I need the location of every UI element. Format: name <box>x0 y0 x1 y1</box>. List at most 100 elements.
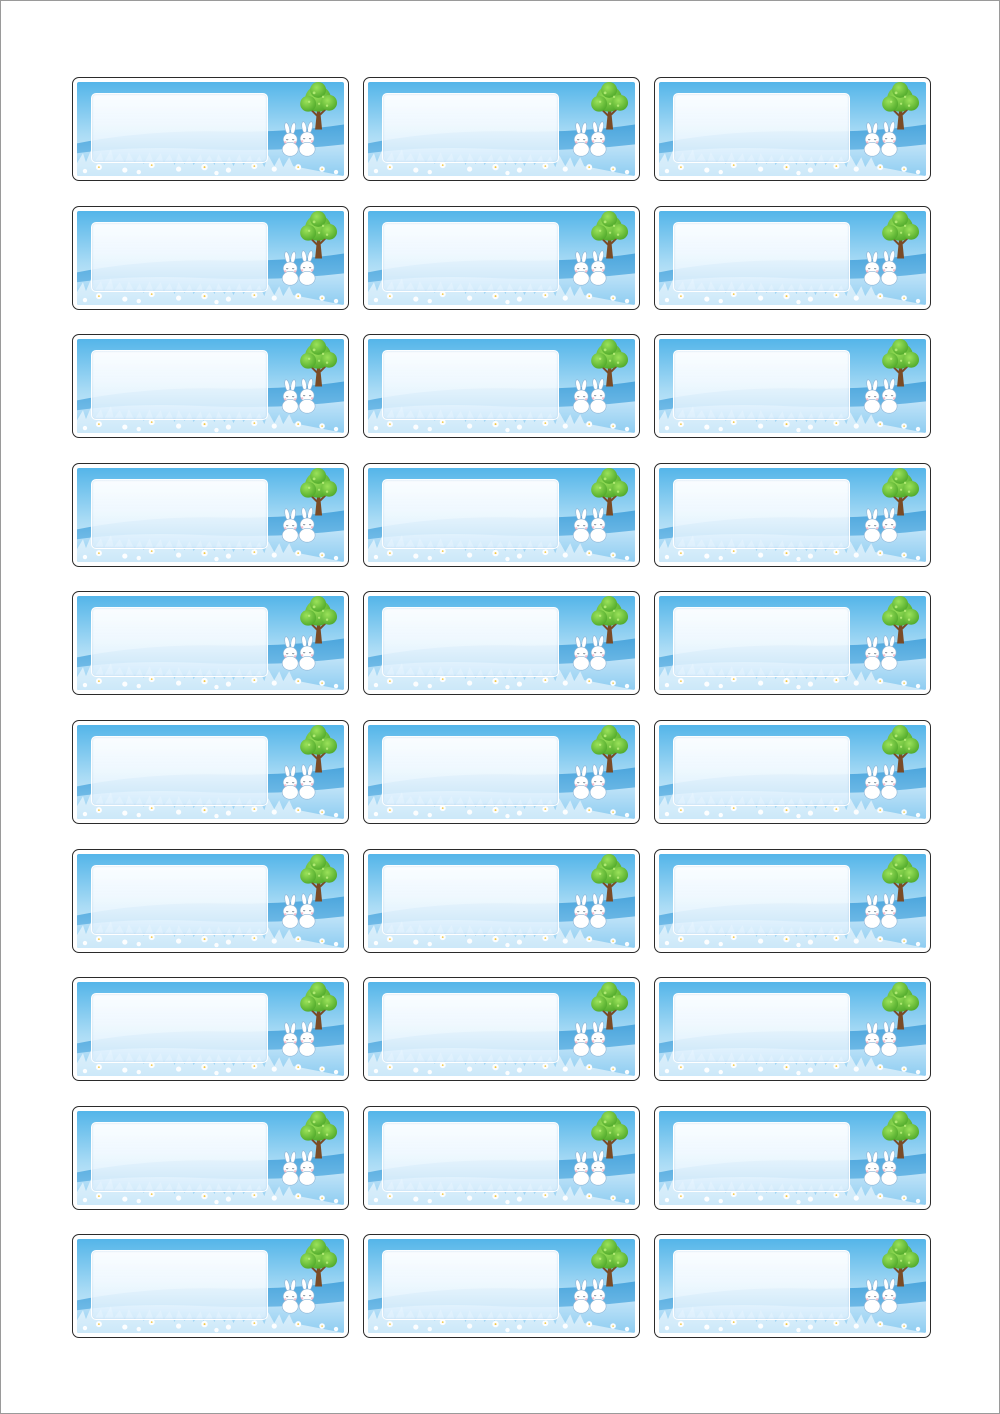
label-artwork <box>368 724 635 819</box>
label-artwork <box>77 1110 344 1205</box>
flower-icon <box>373 1062 630 1076</box>
name-field[interactable] <box>91 350 268 421</box>
name-field[interactable] <box>382 735 559 806</box>
name-field[interactable] <box>673 1250 850 1321</box>
tree-icon <box>300 210 338 259</box>
bunny-pair-icon <box>572 378 607 414</box>
name-field[interactable] <box>673 93 850 163</box>
bunny-pair-icon <box>863 121 898 157</box>
name-field[interactable] <box>673 221 850 292</box>
label-sticker <box>654 591 931 696</box>
label-artwork <box>368 982 635 1077</box>
label-sticker <box>654 205 931 310</box>
tree-icon <box>591 596 629 644</box>
name-field[interactable] <box>382 478 559 549</box>
label-sticker <box>363 334 640 439</box>
name-field[interactable] <box>382 993 559 1064</box>
label-artwork <box>77 724 344 819</box>
tree-icon <box>591 467 629 516</box>
label-artwork <box>77 596 344 691</box>
label-artwork <box>659 467 926 562</box>
label-sticker <box>363 977 640 1082</box>
label-artwork <box>368 1110 635 1205</box>
name-field[interactable] <box>382 93 559 163</box>
name-field[interactable] <box>673 350 850 421</box>
flower-icon <box>82 1062 339 1076</box>
flower-icon <box>82 290 339 304</box>
bunny-pair-icon <box>863 378 898 414</box>
flower-icon <box>373 805 630 819</box>
tree-icon <box>300 596 338 644</box>
label-artwork <box>368 82 635 176</box>
label-sticker <box>363 1105 640 1210</box>
label-artwork <box>659 82 926 176</box>
label-sticker <box>363 462 640 567</box>
name-field[interactable] <box>673 1121 850 1192</box>
flower-icon <box>664 676 921 690</box>
tree-icon <box>300 1239 338 1287</box>
bunny-pair-icon <box>281 249 316 286</box>
bunny-pair-icon <box>863 1021 898 1057</box>
label-artwork <box>659 853 926 948</box>
bunny-pair-icon <box>863 764 898 800</box>
label-sticker <box>654 77 931 181</box>
name-field[interactable] <box>91 1121 268 1192</box>
flower-icon <box>664 1190 921 1204</box>
name-field[interactable] <box>673 478 850 549</box>
label-sticker <box>363 719 640 824</box>
flower-icon <box>82 419 339 433</box>
name-field[interactable] <box>91 221 268 292</box>
bunny-pair-icon <box>572 249 607 286</box>
name-field[interactable] <box>91 993 268 1064</box>
label-sticker <box>72 848 349 953</box>
flower-icon <box>664 1319 921 1333</box>
bunny-pair-icon <box>281 507 316 543</box>
label-sticker <box>72 719 349 824</box>
flower-icon <box>373 1319 630 1333</box>
name-field[interactable] <box>91 607 268 678</box>
name-field[interactable] <box>673 993 850 1064</box>
bunny-pair-icon <box>572 507 607 543</box>
name-field[interactable] <box>673 735 850 806</box>
name-field[interactable] <box>673 864 850 935</box>
label-sticker <box>363 1234 640 1339</box>
name-field[interactable] <box>91 1250 268 1321</box>
label-sticker <box>72 1105 349 1210</box>
name-field[interactable] <box>382 350 559 421</box>
name-field[interactable] <box>91 478 268 549</box>
name-field[interactable] <box>382 221 559 292</box>
label-sticker <box>72 334 349 439</box>
tree-icon <box>882 1239 920 1287</box>
name-field[interactable] <box>382 1250 559 1321</box>
tree-icon <box>591 853 629 902</box>
label-artwork <box>77 339 344 434</box>
bunny-pair-icon <box>863 892 898 929</box>
flower-icon <box>82 933 339 947</box>
flower-icon <box>373 162 630 176</box>
bunny-pair-icon <box>572 121 607 157</box>
name-field[interactable] <box>91 735 268 806</box>
bunny-pair-icon <box>281 892 316 929</box>
name-field[interactable] <box>91 93 268 163</box>
tree-icon <box>882 982 920 1030</box>
label-artwork <box>77 853 344 948</box>
label-artwork <box>368 467 635 562</box>
name-field[interactable] <box>382 1121 559 1192</box>
label-artwork <box>368 210 635 305</box>
bunny-pair-icon <box>572 1278 607 1314</box>
flower-icon <box>664 547 921 561</box>
label-artwork <box>77 1239 344 1334</box>
bunny-pair-icon <box>572 1021 607 1057</box>
bunny-pair-icon <box>572 635 607 671</box>
name-field[interactable] <box>382 607 559 678</box>
label-artwork <box>659 210 926 305</box>
name-field[interactable] <box>382 864 559 935</box>
name-field[interactable] <box>91 864 268 935</box>
name-field[interactable] <box>673 607 850 678</box>
flower-icon <box>373 419 630 433</box>
flower-icon <box>82 547 339 561</box>
tree-icon <box>300 1110 338 1159</box>
tree-icon <box>591 210 629 259</box>
bunny-pair-icon <box>863 507 898 543</box>
